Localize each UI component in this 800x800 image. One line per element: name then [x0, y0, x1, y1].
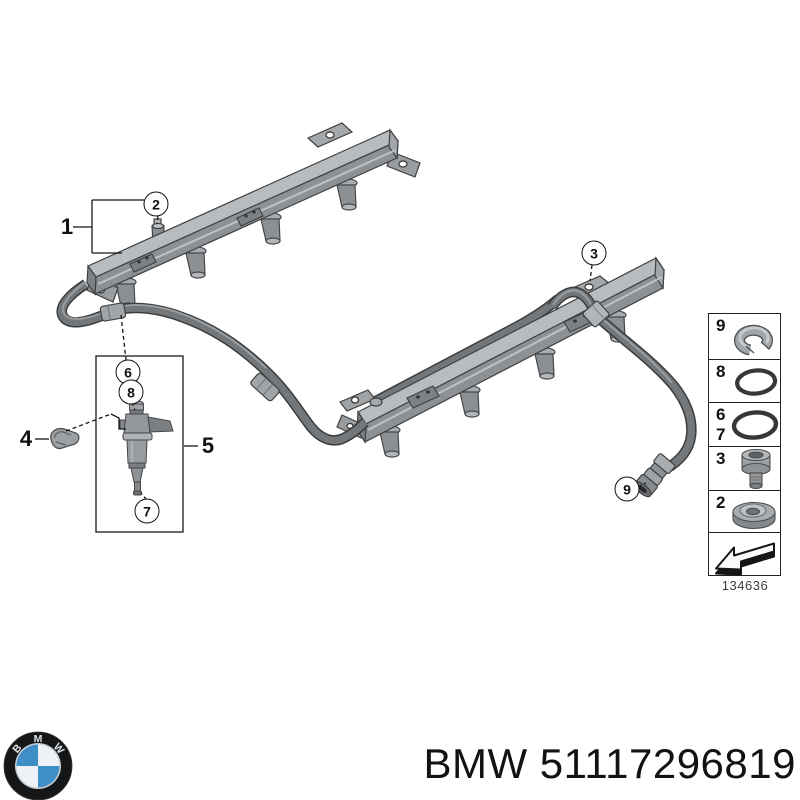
legend-row-clip: 9	[709, 314, 780, 359]
part-number-line: BMW 51117296819	[423, 743, 796, 785]
legend-label: 6	[716, 405, 726, 424]
legend-row-direction	[709, 532, 780, 577]
callout-7: 7	[134, 498, 160, 524]
leader-lines	[35, 199, 647, 500]
fuel-rail-right-drawing	[336, 256, 665, 458]
fuel-hose-behind-rail	[371, 295, 562, 407]
direction-arrow-icon	[715, 542, 775, 576]
legend-label: 7	[716, 425, 726, 444]
callout-4: 4	[19, 426, 33, 451]
figure-number: 134636	[721, 578, 769, 593]
legend-row-oring-6-7: 6 7	[709, 402, 780, 446]
legend-row-cap: 2	[709, 490, 780, 532]
legend-box: 9 8 6 7 3	[708, 313, 781, 576]
callout-9: 9	[614, 476, 640, 502]
callout-8: 8	[118, 379, 144, 405]
bolt-icon	[741, 448, 771, 489]
injector-detail-box	[95, 355, 184, 533]
retaining-clip-icon	[734, 324, 773, 355]
legend-row-bolt: 3	[709, 446, 780, 490]
hose-sleeve	[99, 302, 127, 322]
callout-3: 3	[581, 240, 607, 266]
legend-label: 8	[716, 362, 726, 381]
o-ring-icon	[735, 368, 778, 396]
legend-label: 2	[716, 493, 726, 512]
callout-2: 2	[143, 191, 169, 217]
mounting-clip-drawing	[50, 427, 80, 450]
callout-5: 5	[201, 433, 215, 458]
brand-text: BMW	[423, 740, 528, 787]
injector-drawing	[119, 400, 174, 496]
cap-plug-icon	[732, 501, 776, 529]
logo-letter: M	[34, 733, 43, 745]
fuel-rail-left-drawing	[86, 122, 421, 310]
callout-1: 1	[60, 214, 74, 239]
legend-label: 9	[716, 316, 726, 335]
o-ring-icon	[731, 409, 779, 440]
legend-row-oring-8: 8	[709, 359, 780, 402]
fuel-hose-to-fitting	[547, 286, 697, 498]
legend-label: 3	[716, 449, 726, 468]
hose-sleeve	[250, 372, 280, 402]
part-number-text: 51117296819	[539, 740, 796, 787]
hose-clamp	[582, 300, 610, 328]
fuel-hose-drawing	[56, 279, 369, 446]
bmw-roundel-icon: B M W	[3, 731, 73, 800]
